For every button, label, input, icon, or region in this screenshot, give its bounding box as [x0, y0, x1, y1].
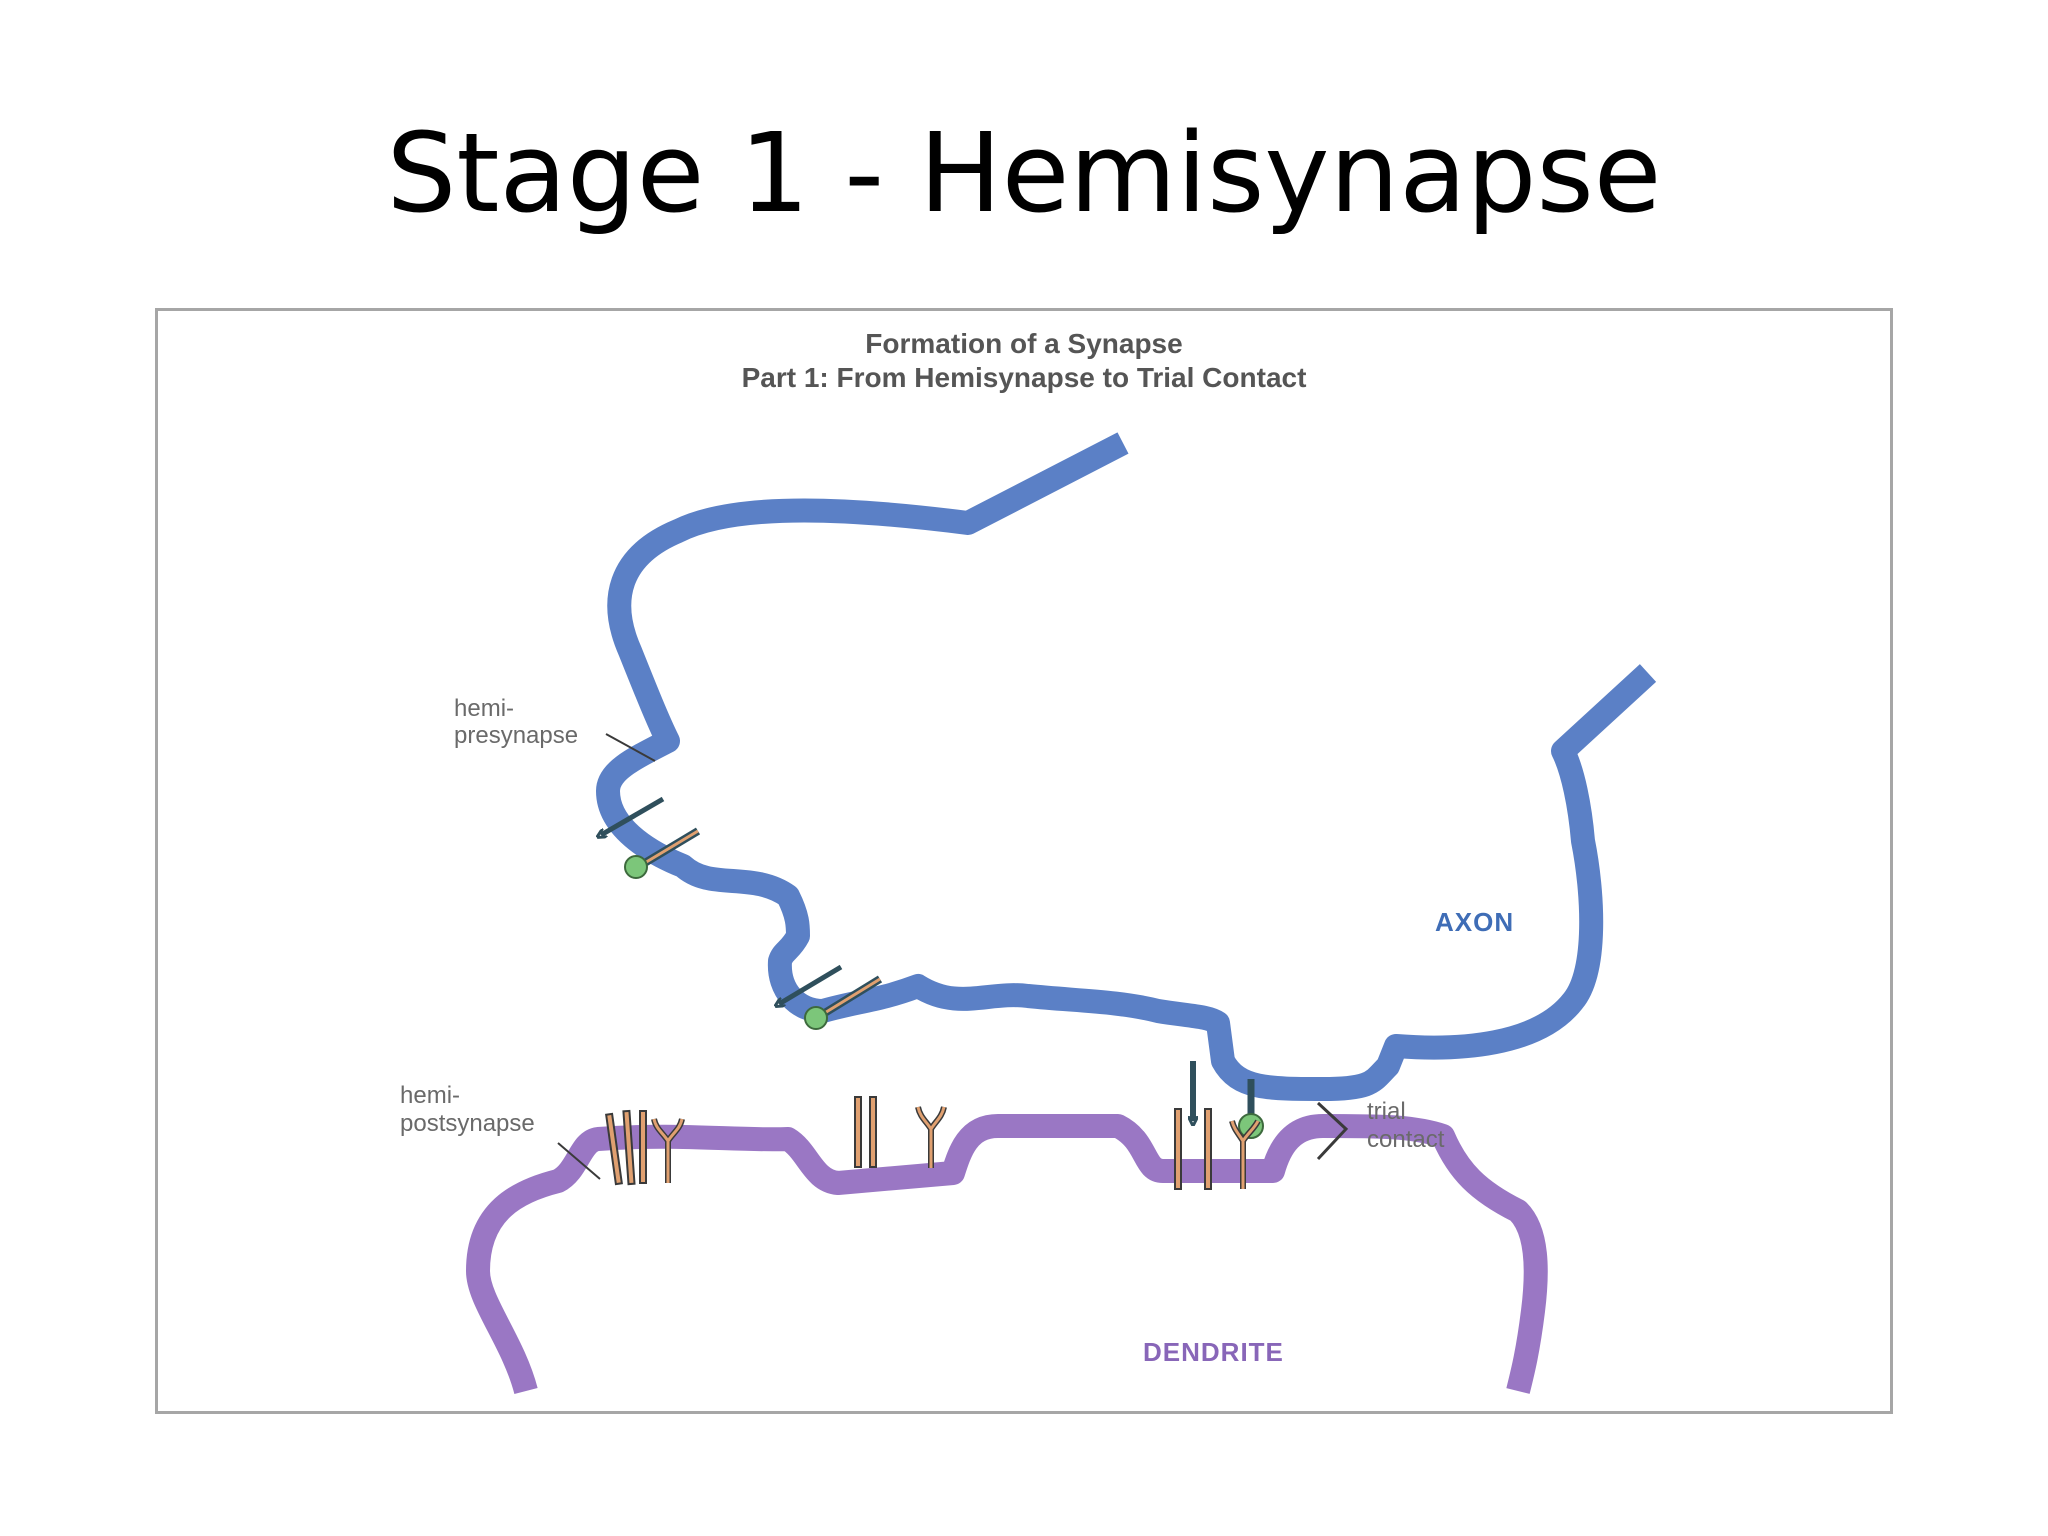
- figure-title-line2: Part 1: From Hemisynapse to Trial Contac…: [742, 362, 1307, 393]
- trial-contact-bracket: [1316, 1101, 1349, 1161]
- dendrite-membrane: [466, 1113, 1548, 1395]
- axon-membrane: [596, 432, 1657, 1101]
- leader-line: [605, 733, 656, 762]
- label-hemi-postsynapse-line1: hemi-: [400, 1082, 460, 1109]
- leader-line: [557, 1142, 601, 1180]
- figure-title-line1: Formation of a Synapse: [865, 328, 1182, 359]
- arrow-icon: [601, 796, 665, 835]
- presynaptic-adhesion-molecule: [624, 827, 701, 879]
- label-hemi-presynapse-line1: hemi-: [454, 695, 514, 722]
- label-axon: AXON: [1435, 907, 1514, 937]
- synapse-diagram: Formation of a Synapse Part 1: From Hemi…: [400, 328, 1657, 1395]
- postsynaptic-receptors: [1174, 1108, 1261, 1190]
- label-dendrite: DENDRITE: [1143, 1337, 1284, 1367]
- label-hemi-presynapse-line2: presynapse: [454, 722, 578, 749]
- postsynaptic-receptors: [605, 1109, 685, 1186]
- postsynaptic-receptors: [854, 1096, 947, 1168]
- arrow-icon: [779, 964, 843, 1004]
- label-hemi-postsynapse-line2: postsynapse: [400, 1110, 535, 1137]
- presynaptic-adhesion-molecule: [804, 975, 883, 1030]
- label-trial-contact-line2: contact: [1367, 1126, 1445, 1153]
- trial-contact-molecule: [1238, 1079, 1264, 1139]
- slide-title: Stage 1 - Hemisynapse: [386, 109, 1662, 237]
- label-trial-contact-line1: trial: [1367, 1098, 1406, 1125]
- diagram-figure: Formation of a Synapse Part 1: From Hemi…: [155, 308, 1893, 1414]
